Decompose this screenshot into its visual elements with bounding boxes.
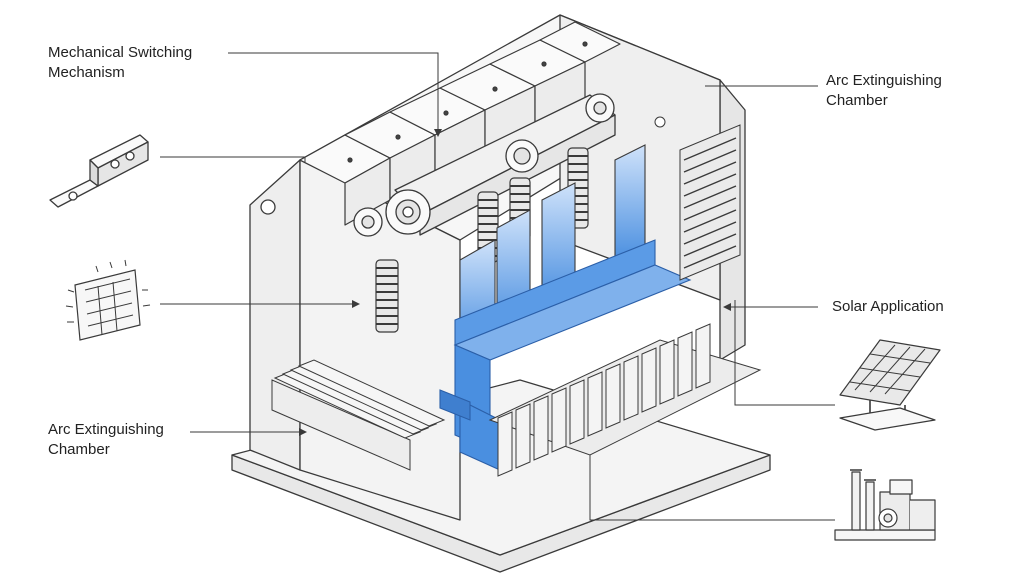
fixed-contact-busbars — [439, 239, 692, 471]
leader-factory-icon — [589, 455, 835, 521]
solar-panel-icon — [839, 339, 941, 431]
arrowhead-grid — [352, 300, 360, 308]
label-mechanism-line2: Mechanism — [48, 64, 125, 81]
label-arc-bottom-line2: Chamber — [48, 441, 110, 458]
spring-left — [375, 259, 399, 333]
label-arc-top-line2: Chamber — [826, 92, 888, 109]
label-arc-top-line1: Arc Extinguishing — [826, 72, 942, 89]
left-arc-chute-fins — [271, 359, 446, 471]
label-solar-text: Solar Application — [832, 298, 944, 315]
label-arc-extinguishing-chamber-top: Arc Extinguishing Chamber — [826, 71, 942, 111]
leader-solar-icon — [734, 300, 835, 406]
right-arc-chute-fins — [488, 323, 762, 477]
industrial-factory-icon — [834, 469, 936, 541]
label-mechanism-line1: Mechanical Switching — [48, 44, 193, 61]
arrowhead-arc-bottom — [299, 428, 307, 436]
arrowhead-mechanism — [434, 129, 442, 137]
label-solar-application: Solar Application — [832, 297, 944, 317]
arrowhead-solar — [723, 303, 731, 311]
mechanical-switching-mechanism — [353, 93, 616, 237]
contact-blades — [459, 144, 646, 351]
label-mechanical-switching-mechanism: Mechanical Switching Mechanism — [48, 43, 192, 83]
busbar-terminal-icon — [49, 134, 149, 208]
callout-leader-lines — [160, 52, 835, 521]
label-arc-bottom-line1: Arc Extinguishing — [48, 421, 164, 438]
leader-mechanism — [228, 52, 439, 135]
leader-busbar-icon — [160, 156, 306, 162]
contact-springs — [375, 147, 589, 333]
arc-grid-plate-icon — [65, 259, 151, 341]
label-arc-extinguishing-chamber-bottom: Arc Extinguishing Chamber — [48, 420, 164, 460]
upper-arc-chamber-plates — [654, 116, 741, 281]
